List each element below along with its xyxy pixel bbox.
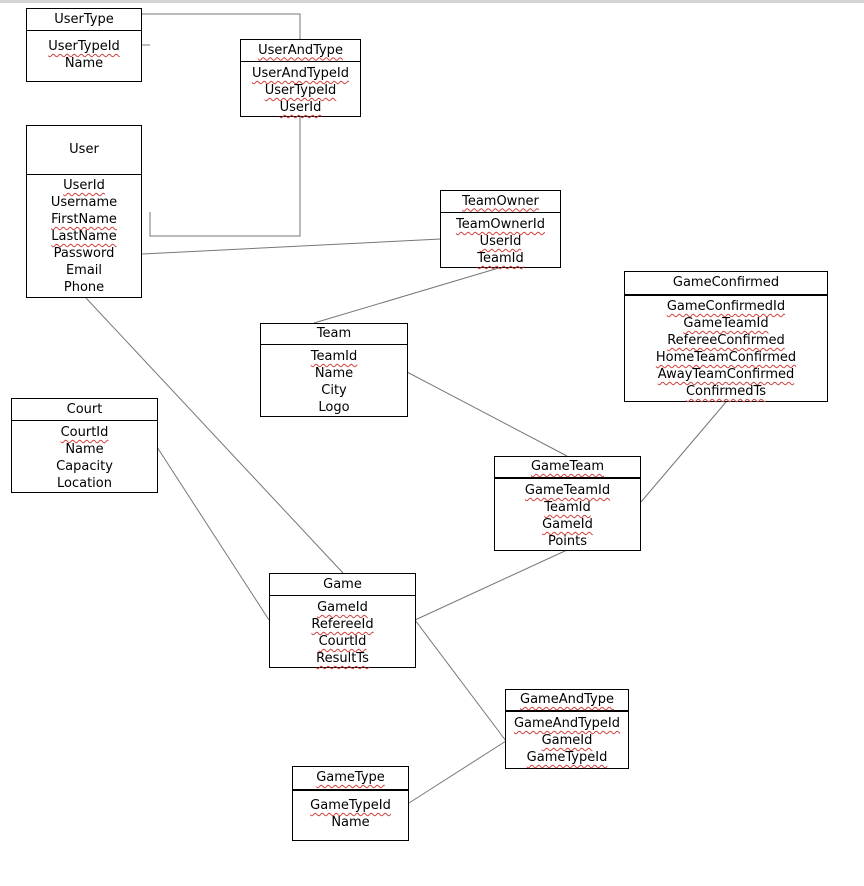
- user-entity[interactable]: User UserId Username FirstName LastName …: [26, 125, 142, 298]
- gametype-field-gametypeid: GameTypeId: [310, 798, 391, 813]
- line-team-gameteam: [406, 371, 568, 457]
- userandtype-field-usertypeid: UserTypeId: [264, 83, 337, 98]
- court-field-courtid: CourtId: [60, 425, 109, 440]
- team-title: Team: [316, 326, 352, 341]
- user-field-firstname: FirstName: [51, 212, 117, 227]
- gameandtype-entity[interactable]: GameAndType GameAndTypeId GameId GameTyp…: [505, 689, 629, 769]
- user-field-password: Password: [53, 246, 115, 261]
- line-usertype-userandtype: [125, 13, 301, 39]
- gameandtype-field-gameandtypeid: GameAndTypeId: [513, 716, 621, 731]
- teamowner-field-userid: UserId: [479, 234, 522, 249]
- team-entity[interactable]: Team TeamId Name City Logo: [260, 323, 408, 417]
- gameconfirmed-title: GameConfirmed: [672, 275, 780, 290]
- line-teamowner-team: [313, 266, 503, 324]
- court-field-location: Location: [57, 476, 112, 491]
- user-field-email: Email: [65, 263, 103, 278]
- user-field-username: Username: [50, 195, 118, 210]
- line-gameconfirmed-gameteam: [640, 401, 727, 503]
- gameandtype-field-gametypeid: GameTypeId: [526, 750, 608, 765]
- line-court-game: [156, 446, 270, 621]
- game-title: Game: [323, 576, 362, 592]
- teamowner-entity[interactable]: TeamOwner TeamOwnerId UserId TeamId: [440, 190, 561, 268]
- user-field-userid: UserId: [63, 178, 105, 193]
- game-entity[interactable]: Game GameId RefereeId CourtId ResultTs: [269, 573, 416, 668]
- userandtype-field-userandtypeid: UserAndTypeId: [252, 66, 349, 81]
- gametype-field-name: Name: [331, 815, 370, 830]
- user-field-phone: Phone: [63, 280, 105, 295]
- window-top-border: [0, 0, 864, 3]
- usertype-field-name: Name: [64, 56, 104, 71]
- team-field-teamid: TeamId: [310, 349, 358, 364]
- game-field-courtid: CourtId: [318, 634, 367, 649]
- gameteam-field-gameid: GameId: [542, 517, 593, 532]
- user-field-lastname: LastName: [51, 229, 117, 244]
- line-game-gameandtype: [414, 619, 507, 742]
- team-field-name: Name: [314, 366, 354, 381]
- gameconfirmed-field-awayteamconfirmed: AwayTeamConfirmed: [657, 367, 795, 382]
- team-field-city: City: [321, 383, 347, 398]
- line-user-game: [85, 297, 344, 574]
- gameteam-title: GameTeam: [530, 459, 605, 474]
- game-field-resultts: ResultTs: [316, 651, 369, 666]
- gameconfirmed-field-refereeconfirmed: RefereeConfirmed: [667, 333, 785, 348]
- court-title: Court: [66, 401, 103, 417]
- gameconfirmed-field-gameconfirmedid: GameConfirmedId: [666, 299, 786, 314]
- gameandtype-field-gameid: GameId: [541, 733, 593, 748]
- gametype-entity[interactable]: GameType GameTypeId Name: [292, 766, 409, 841]
- line-user-teamowner: [141, 238, 442, 255]
- teamowner-field-teamownerid: TeamOwnerId: [456, 217, 545, 232]
- gameteam-entity[interactable]: GameTeam GameTeamId TeamId GameId Points: [494, 456, 641, 551]
- court-field-name: Name: [65, 442, 104, 457]
- line-gameandtype-gametype: [408, 740, 507, 804]
- gameandtype-title: GameAndType: [520, 692, 614, 707]
- line-gameteam-game: [414, 549, 568, 621]
- line-userandtype-user: [149, 117, 301, 237]
- gameconfirmed-field-confirmedts: ConfirmedTs: [685, 384, 767, 399]
- court-entity[interactable]: Court CourtId Name Capacity Location: [11, 398, 158, 493]
- user-title: User: [69, 142, 99, 157]
- usertype-entity[interactable]: UserType UserTypeId Name: [26, 8, 142, 82]
- team-field-logo: Logo: [318, 400, 350, 415]
- gameteam-field-gameteamid: GameTeamId: [524, 483, 611, 498]
- gameteam-field-points: Points: [547, 534, 588, 549]
- gameconfirmed-field-gameteamid: GameTeamId: [683, 316, 769, 331]
- userandtype-entity[interactable]: UserAndType UserAndTypeId UserTypeId Use…: [240, 39, 361, 117]
- teamowner-title: TeamOwner: [462, 193, 539, 209]
- court-field-capacity: Capacity: [56, 459, 113, 474]
- usertype-field-usertypeid: UserTypeId: [48, 39, 120, 54]
- gameconfirmed-entity[interactable]: GameConfirmed GameConfirmedId GameTeamId…: [624, 271, 828, 402]
- gametype-title: GameType: [316, 770, 385, 785]
- game-field-gameid: GameId: [317, 600, 368, 615]
- teamowner-field-teamid: TeamId: [477, 251, 524, 266]
- usertype-title: UserType: [54, 11, 114, 27]
- gameconfirmed-field-hometeamconfirmed: HomeTeamConfirmed: [655, 350, 797, 365]
- gameteam-field-teamid: TeamId: [544, 500, 591, 515]
- userandtype-title: UserAndType: [258, 42, 343, 58]
- userandtype-field-userid: UserId: [279, 100, 322, 115]
- game-field-refereeid: RefereeId: [311, 617, 374, 632]
